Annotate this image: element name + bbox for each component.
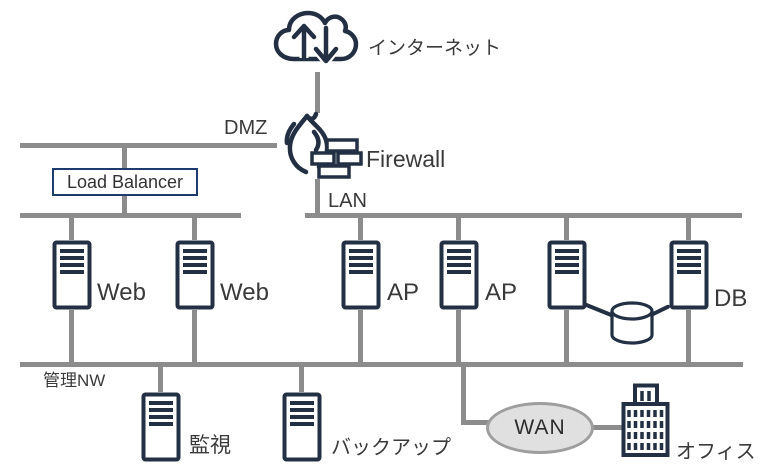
db1-server-icon (547, 240, 587, 310)
link-mgmt-monitoring (158, 367, 163, 392)
monitoring-label: 監視 (189, 434, 231, 457)
link-db2-mgmt (686, 310, 691, 362)
link-db1-mgmt (564, 310, 569, 362)
db2-server-icon (669, 240, 709, 310)
office-building-icon (621, 383, 670, 458)
backup-label: バックアップ (331, 437, 451, 459)
management-bus (20, 362, 743, 367)
ap1-server-icon (341, 240, 381, 310)
ap1-label: AP (387, 279, 420, 306)
link-lan-db1 (564, 218, 569, 240)
office-label: オフィス (676, 441, 756, 463)
lan-label: LAN (328, 190, 367, 212)
ap2-label: AP (485, 279, 518, 306)
load-balancer-node: Load Balancer (52, 168, 198, 196)
web2-label: Web (220, 279, 269, 306)
wan-node: WAN (486, 402, 594, 454)
web2-server-icon (175, 240, 215, 310)
web1-server-icon (52, 240, 92, 310)
link-firewall-lan (315, 179, 320, 213)
link-web1-mgmt (69, 310, 74, 362)
firewall-brick-icon (310, 138, 363, 181)
web1-label: Web (97, 279, 146, 306)
link-internet-firewall (315, 72, 320, 113)
link-dmz-loadbalancer (122, 148, 127, 170)
internet-label: インターネット (368, 38, 502, 59)
backup-server-icon (282, 392, 322, 462)
link-mgmt-wan-vertical (461, 367, 466, 425)
monitoring-server-icon (141, 392, 181, 462)
firewall-label: Firewall (366, 146, 446, 172)
dmz-bus (20, 143, 277, 148)
link-webbus-web2 (192, 218, 197, 240)
load-balancer-label: Load Balancer (66, 171, 184, 192)
internet-cloud-icon (272, 8, 360, 70)
link-lan-ap2 (456, 218, 461, 240)
link-webbus-web1 (69, 218, 74, 240)
link-loadbalancer-webbus (122, 196, 127, 215)
ap2-server-icon (439, 240, 479, 310)
db-label: DB (714, 285, 748, 312)
dmz-label: DMZ (224, 117, 268, 139)
link-lan-db2 (686, 218, 691, 240)
lan-bus (305, 213, 742, 218)
management-nw-label: 管理NW (43, 371, 106, 390)
db-storage-cylinder-icon (608, 300, 656, 346)
link-ap2-mgmt (456, 310, 461, 362)
link-mgmt-backup (299, 367, 304, 392)
link-mgmt-wan-horizontal (461, 420, 491, 425)
wan-label: WAN (514, 416, 566, 439)
link-ap1-mgmt (358, 310, 363, 362)
link-wan-office (591, 425, 623, 430)
link-lan-ap1 (358, 218, 363, 240)
web-bus (20, 213, 241, 218)
link-web2-mgmt (192, 310, 197, 362)
